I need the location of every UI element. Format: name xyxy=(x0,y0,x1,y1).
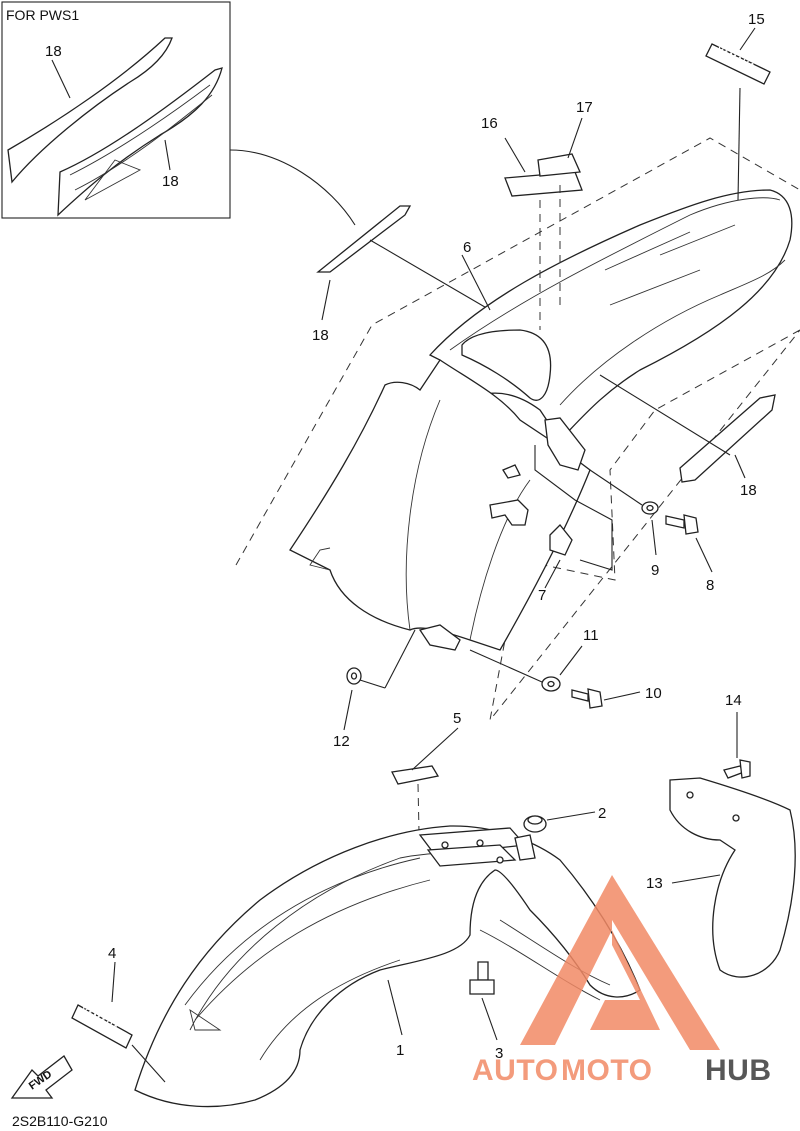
callout-5: 5 xyxy=(453,710,461,727)
watermark-logo-icon xyxy=(520,875,660,1045)
watermark-text-moto: MOTO xyxy=(561,1054,652,1087)
automotohub-watermark: AUTO MOTO HUB xyxy=(472,875,772,1087)
bolt-8 xyxy=(665,514,699,535)
collar-9 xyxy=(641,501,659,515)
callout-18-inset-bottom: 18 xyxy=(162,173,179,190)
callout-1: 1 xyxy=(396,1042,404,1059)
rear-side-decal xyxy=(316,205,412,273)
watermark-text-hub: HUB xyxy=(705,1054,772,1087)
rear-side-decal-script: YZ250F xyxy=(679,394,776,483)
callout-17: 17 xyxy=(576,99,593,116)
callout-9: 9 xyxy=(651,562,659,579)
callout-6: 6 xyxy=(463,239,471,256)
diagram-code: 2S2B110-G210 xyxy=(12,1113,108,1129)
callout-16: 16 xyxy=(481,115,498,132)
inset-connector-line xyxy=(229,149,356,226)
inset-decal-graphic xyxy=(57,67,223,217)
callout-18-inset-top: 18 xyxy=(45,43,62,60)
bolt-3 xyxy=(469,961,495,995)
callout-18-left: 18 xyxy=(312,327,329,344)
collar-11 xyxy=(541,676,561,692)
callout-14: 14 xyxy=(725,692,742,709)
front-yamaha-decal-4: YAMAHA xyxy=(71,1004,133,1049)
callout-7: 7 xyxy=(538,587,546,604)
callout-13: 13 xyxy=(646,875,663,892)
inset-label: FOR PWS1 xyxy=(6,7,79,23)
front-fender-decal-5 xyxy=(391,765,440,785)
grommet-2 xyxy=(523,815,547,833)
callout-11: 11 xyxy=(583,627,599,644)
callout-3: 3 xyxy=(495,1045,503,1062)
rear-yamaha-decal-15: YAMAHA xyxy=(705,43,771,85)
callout-4: 4 xyxy=(108,945,116,962)
collar-12 xyxy=(346,667,362,685)
screw-14 xyxy=(723,759,751,779)
inset-box: FOR PWS1 18 18 xyxy=(1,1,231,219)
watermark-text-auto: AUTO xyxy=(472,1054,558,1087)
callout-15: 15 xyxy=(748,11,765,28)
callout-2: 2 xyxy=(598,805,606,822)
callout-12: 12 xyxy=(333,733,350,750)
rear-fender-decal-17 xyxy=(537,153,581,177)
callout-10: 10 xyxy=(645,685,662,702)
front-fender xyxy=(134,825,641,1108)
bolt-10 xyxy=(571,688,603,709)
mud-guard-13 xyxy=(669,777,796,978)
callout-8: 8 xyxy=(706,577,714,594)
forward-arrow-icon: FWD xyxy=(10,1055,73,1099)
inset-decal-plain xyxy=(7,37,173,184)
rear-assembly-boundary xyxy=(235,137,800,721)
callout-18-right: 18 xyxy=(740,482,757,499)
rear-fender xyxy=(289,189,793,651)
